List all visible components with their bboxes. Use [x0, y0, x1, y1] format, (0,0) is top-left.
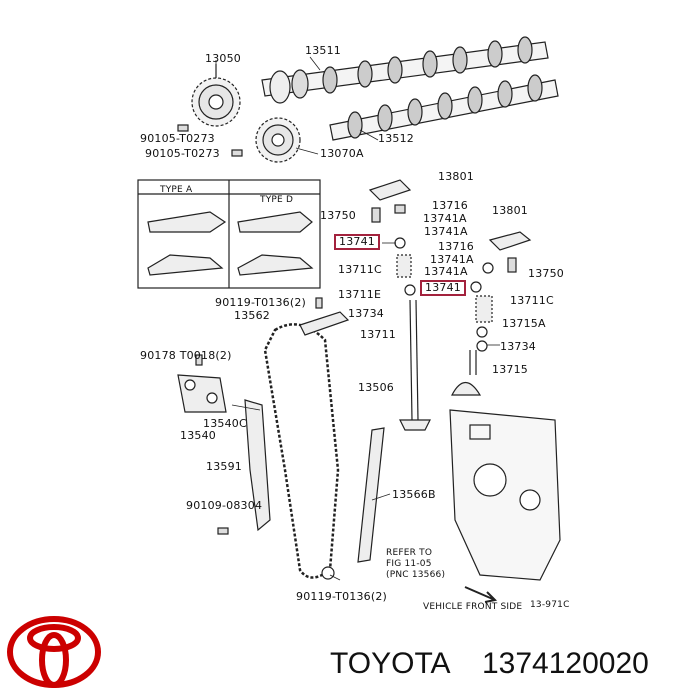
label-13750-a: 13750 — [320, 209, 356, 222]
highlighted-label-13741-a: 13741 — [334, 234, 380, 250]
chain-guide-13566b-drawing — [357, 427, 385, 563]
sprocket-13070a-drawing — [255, 117, 301, 163]
label-13050: 13050 — [205, 52, 241, 65]
label-13715a: 13715A — [502, 317, 546, 330]
chain-damper-13562-drawing — [299, 311, 350, 336]
label-13566b: 13566B — [392, 488, 436, 501]
inset-type-d-label: TYPE D — [260, 195, 294, 205]
label-90119-b: 90119-T0136(2) — [296, 590, 388, 603]
figure-code: 13-971C — [530, 600, 570, 610]
label-13512: 13512 — [378, 132, 414, 145]
label-13715: 13715 — [492, 363, 528, 376]
label-90105-b: 90105-T0273 — [145, 147, 220, 160]
label-13801-a: 13801 — [438, 170, 474, 183]
label-13070a: 13070A — [320, 147, 364, 160]
label-13540c: 13540C — [203, 417, 247, 430]
toyota-logo-icon — [7, 616, 101, 688]
label-13511: 13511 — [305, 44, 341, 57]
label-13562: 13562 — [234, 309, 270, 322]
label-13741a-a: 13741A — [423, 212, 467, 225]
label-13540: 13540 — [180, 429, 216, 442]
vehicle-front-side-label: VEHICLE FRONT SIDE — [423, 602, 523, 612]
refer-to-line-1: REFER TO — [386, 548, 433, 558]
label-13716-b: 13716 — [438, 240, 474, 253]
label-13591: 13591 — [206, 460, 242, 473]
label-13741a-d: 13741A — [424, 265, 468, 278]
chain-tensioner-drawing — [177, 374, 227, 413]
brand-name: TOYOTA — [330, 647, 451, 680]
bolt-drawings — [177, 124, 323, 535]
label-13716-a: 13716 — [432, 199, 468, 212]
label-13741a-b: 13741A — [424, 225, 468, 238]
label-13506: 13506 — [358, 381, 394, 394]
label-13711: 13711 — [360, 328, 396, 341]
label-13734-a: 13734 — [348, 307, 384, 320]
label-90109: 90109-08304 — [186, 499, 263, 512]
label-90119-a: 90119-T0136(2) — [215, 296, 307, 309]
refer-to-line-3: (PNC 13566) — [386, 570, 446, 580]
vvt-sprocket-13050-drawing — [191, 64, 241, 127]
label-13711e: 13711E — [338, 288, 382, 301]
label-13711c-a: 13711C — [338, 263, 382, 276]
label-13750-b: 13750 — [528, 267, 564, 280]
label-13801-b: 13801 — [492, 204, 528, 217]
label-13734-b: 13734 — [500, 340, 536, 353]
timing-chain-drawing — [263, 323, 340, 579]
inset-type-a-label: TYPE A — [160, 185, 193, 195]
label-13741a-c: 13741A — [430, 253, 474, 266]
camshaft-exhaust-drawing — [329, 74, 559, 141]
label-90105-a: 90105-T0273 — [140, 132, 215, 145]
refer-to-line-2: FIG 11-05 — [386, 559, 432, 569]
part-number: 1374120020 — [482, 647, 649, 680]
highlighted-label-13741-b: 13741 — [420, 280, 466, 296]
label-90178: 90178 T0018(2) — [140, 349, 232, 362]
inset-type-box — [137, 179, 321, 289]
camshaft-intake-drawing — [261, 36, 549, 104]
engine-block-drawing — [449, 409, 561, 581]
vehicle-front-arrow — [464, 586, 498, 603]
chain-slipper-13591-drawing — [244, 399, 271, 532]
valve-train-drawing — [368, 179, 532, 431]
label-13711c-b: 13711C — [510, 294, 554, 307]
